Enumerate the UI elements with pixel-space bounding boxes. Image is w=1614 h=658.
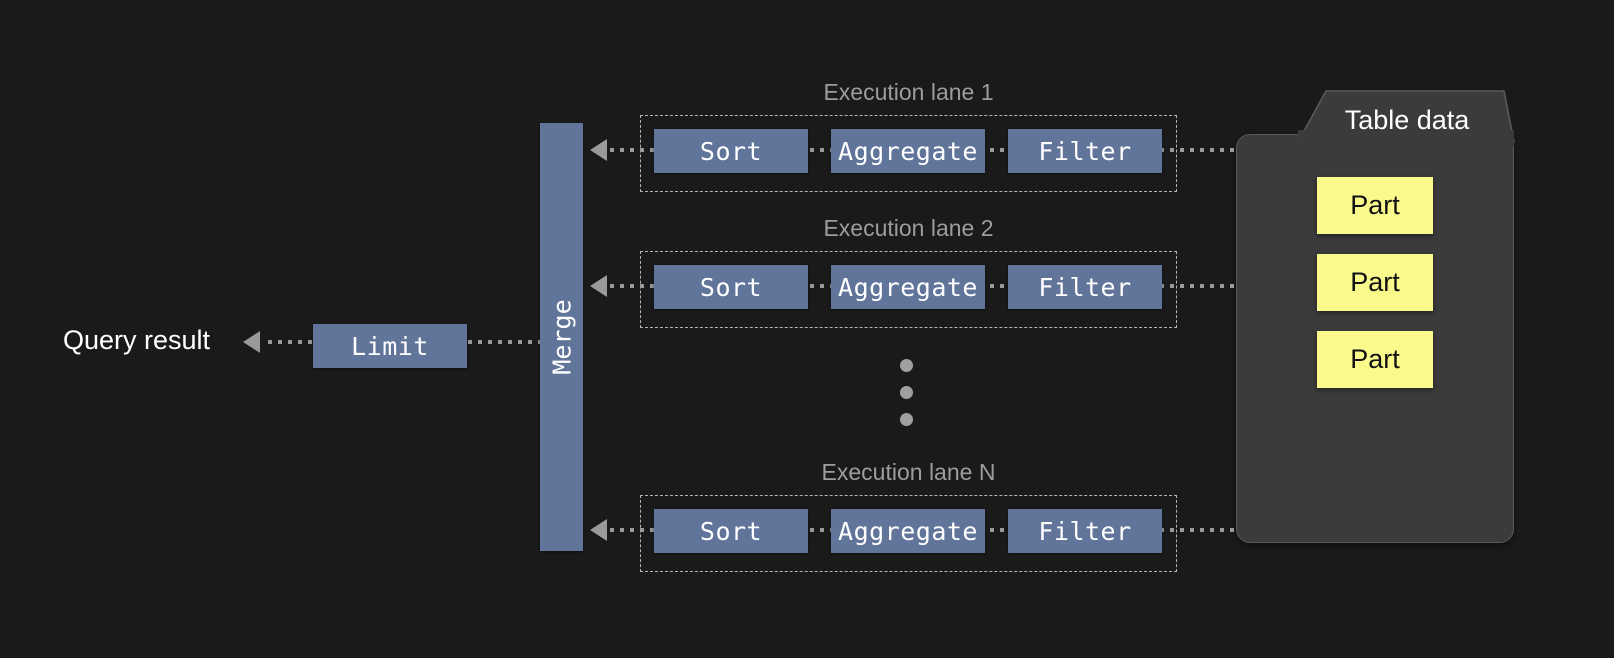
lane-caption-n: Execution lane N: [821, 459, 996, 485]
lane-ellipsis-dot: [900, 413, 913, 426]
stage-label: Sort: [699, 272, 763, 302]
part-label: Part: [1350, 344, 1400, 374]
arrow-into-merge-lane-2: [590, 275, 607, 297]
lane-n-stage-aggregate[interactable]: Aggregate: [831, 509, 985, 553]
lane-ellipsis-dot: [900, 386, 913, 399]
query-result-label: Query result: [63, 325, 211, 355]
part-label: Part: [1350, 267, 1400, 297]
part-label: Part: [1350, 190, 1400, 220]
table-data-title: Table data: [1344, 105, 1470, 135]
stage-label: Filter: [1038, 516, 1132, 546]
arrow-into-merge-lane-n: [590, 519, 607, 541]
stage-label: Aggregate: [838, 516, 978, 546]
arrow-into-merge-lane-1: [590, 139, 607, 161]
lane-2-stage-aggregate[interactable]: Aggregate: [831, 265, 985, 309]
lane-caption-2: Execution lane 2: [823, 215, 994, 241]
limit-label: Limit: [351, 331, 429, 361]
stage-label: Sort: [699, 136, 763, 166]
merge-bar[interactable]: Merge: [540, 123, 583, 551]
lane-box-n: [640, 495, 1177, 572]
lane-1-stage-aggregate[interactable]: Aggregate: [831, 129, 985, 173]
lane-ellipsis-dot: [900, 359, 913, 372]
stage-label: Filter: [1038, 272, 1132, 302]
lane-2-stage-sort[interactable]: Sort: [654, 265, 808, 309]
merge-label: Merge: [547, 299, 576, 375]
lane-2-stage-filter[interactable]: Filter: [1008, 265, 1162, 309]
part-box[interactable]: Part: [1317, 331, 1433, 388]
lane-caption-1: Execution lane 1: [823, 79, 994, 105]
lane-n-stage-filter[interactable]: Filter: [1008, 509, 1162, 553]
lane-box-2: [640, 251, 1177, 328]
part-box[interactable]: Part: [1317, 254, 1433, 311]
arrow-to-query-result: [243, 331, 260, 353]
part-box[interactable]: Part: [1317, 177, 1433, 234]
lane-1-stage-sort[interactable]: Sort: [654, 129, 808, 173]
lane-1-stage-filter[interactable]: Filter: [1008, 129, 1162, 173]
stage-label: Sort: [699, 516, 763, 546]
stage-label: Aggregate: [838, 136, 978, 166]
stage-label: Filter: [1038, 136, 1132, 166]
lane-n-stage-sort[interactable]: Sort: [654, 509, 808, 553]
table-data-tab-shape: [1297, 90, 1515, 146]
limit-box[interactable]: Limit: [313, 324, 467, 368]
lane-box-1: [640, 115, 1177, 192]
stage-label: Aggregate: [838, 272, 978, 302]
